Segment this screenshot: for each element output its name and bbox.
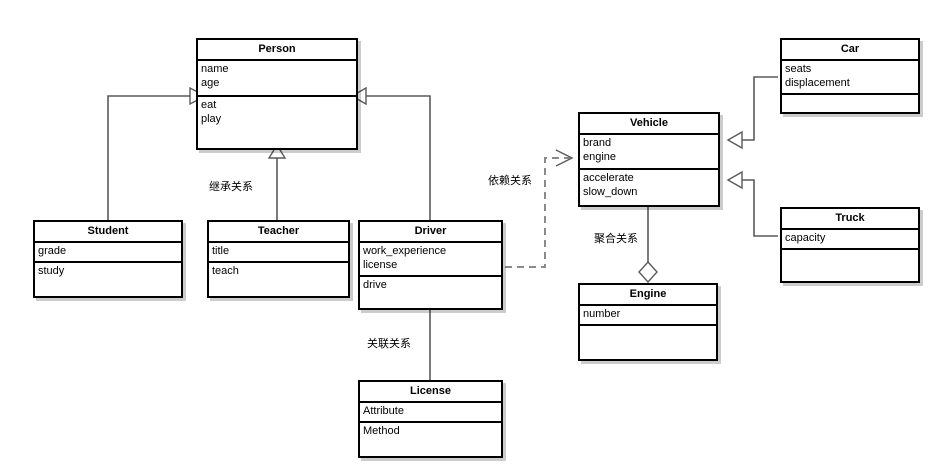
class-operations-truck <box>782 250 918 285</box>
edge-truck-vehicle[interactable] <box>726 170 778 237</box>
operation-item: teach <box>212 265 239 277</box>
class-attributes-student: grade <box>35 243 181 263</box>
relation-label-association: 关联关系 <box>365 337 413 351</box>
uml-class-engine[interactable]: Engine number <box>578 283 718 361</box>
class-name-person: Person <box>198 40 356 61</box>
attribute-item: grade <box>38 245 67 257</box>
class-operations-engine <box>580 326 716 363</box>
attribute-item: capacity <box>785 232 826 244</box>
attribute-item: seats <box>785 63 812 75</box>
class-name-vehicle: Vehicle <box>580 114 718 135</box>
class-attributes-teacher: title <box>209 243 348 263</box>
class-operations-license: Method <box>360 423 501 460</box>
operation-item: drive <box>363 279 387 291</box>
operation-item: eat <box>201 99 217 111</box>
attribute-item: displacement <box>785 77 850 89</box>
relation-label-inheritance: 继承关系 <box>207 180 255 194</box>
attribute-item: number <box>583 308 621 320</box>
class-name-driver: Driver <box>360 222 501 243</box>
attribute-item: engine <box>583 151 617 163</box>
class-operations-student: study <box>35 263 181 300</box>
operation-item: accelerate <box>583 172 634 184</box>
uml-class-student[interactable]: Student grade study <box>33 220 183 298</box>
class-attributes-engine: number <box>580 306 716 326</box>
edge-teacher-person[interactable] <box>267 143 287 220</box>
attribute-item: name <box>201 63 229 75</box>
relation-label-dependency: 依赖关系 <box>486 174 534 188</box>
relation-label-aggregation: 聚合关系 <box>592 232 640 246</box>
class-attributes-car: seats displacement <box>782 61 918 95</box>
class-name-truck: Truck <box>782 209 918 230</box>
uml-class-driver[interactable]: Driver work_experience license drive <box>358 220 503 310</box>
attribute-item: brand <box>583 137 612 149</box>
edge-car-vehicle[interactable] <box>726 76 778 150</box>
class-attributes-person: name age <box>198 61 356 97</box>
edge-student-person[interactable] <box>107 86 207 220</box>
attribute-item: title <box>212 245 230 257</box>
edge-driver-vehicle[interactable] <box>505 149 574 268</box>
class-attributes-truck: capacity <box>782 230 918 250</box>
edge-vehicle-engine[interactable] <box>638 207 658 284</box>
class-attributes-driver: work_experience license <box>360 243 501 277</box>
attribute-item: Attribute <box>363 405 404 417</box>
class-attributes-vehicle: brand engine <box>580 135 718 170</box>
class-operations-vehicle: accelerate slow_down <box>580 170 718 208</box>
uml-class-license[interactable]: License Attribute Method <box>358 380 503 458</box>
uml-class-vehicle[interactable]: Vehicle brand engine accelerate slow_dow… <box>578 112 720 207</box>
edge-driver-person[interactable] <box>350 86 431 220</box>
class-operations-teacher: teach <box>209 263 348 300</box>
class-operations-person: eat play <box>198 97 356 152</box>
class-name-car: Car <box>782 40 918 61</box>
uml-class-teacher[interactable]: Teacher title teach <box>207 220 350 298</box>
uml-class-truck[interactable]: Truck capacity <box>780 207 920 283</box>
class-name-engine: Engine <box>580 285 716 306</box>
operation-item: study <box>38 265 65 277</box>
uml-class-car[interactable]: Car seats displacement <box>780 38 920 114</box>
attribute-item: work_experience <box>363 245 447 257</box>
class-attributes-license: Attribute <box>360 403 501 423</box>
class-name-license: License <box>360 382 501 403</box>
class-name-student: Student <box>35 222 181 243</box>
operation-item: slow_down <box>583 186 638 198</box>
operation-item: Method <box>363 425 400 437</box>
class-operations-car <box>782 95 918 116</box>
class-operations-driver: drive <box>360 277 501 312</box>
attribute-item: license <box>363 259 398 271</box>
uml-class-person[interactable]: Person name age eat play <box>196 38 358 150</box>
attribute-item: age <box>201 77 220 89</box>
operation-item: play <box>201 113 222 125</box>
class-name-teacher: Teacher <box>209 222 348 243</box>
